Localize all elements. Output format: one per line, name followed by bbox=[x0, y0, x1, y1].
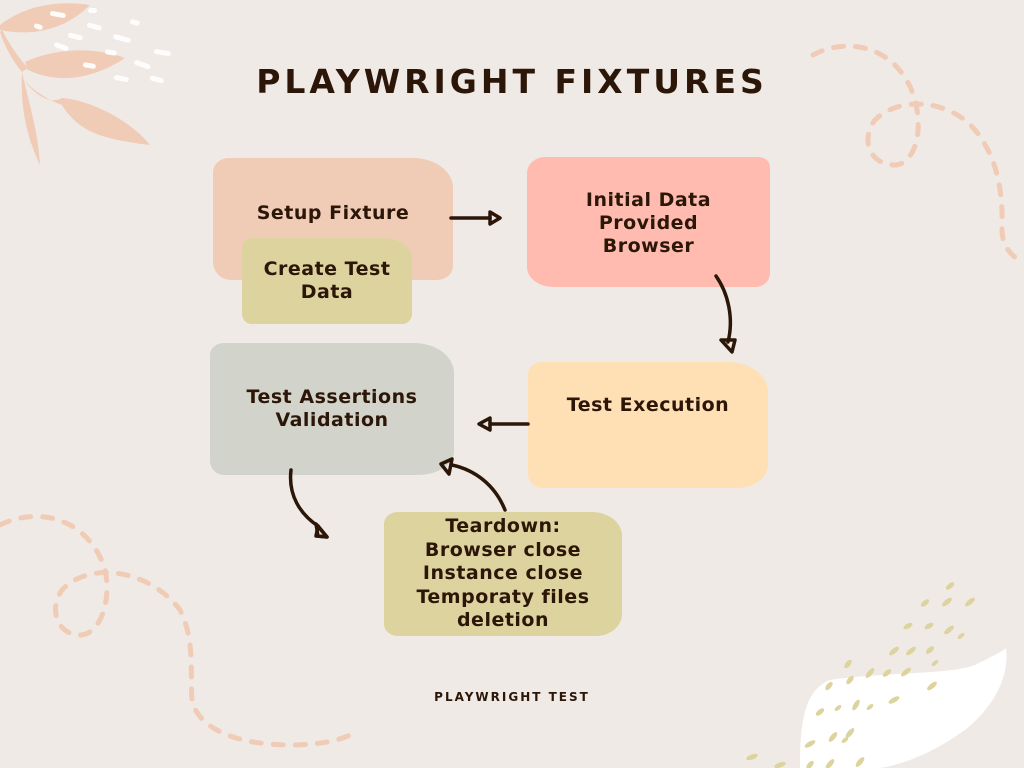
arrow-right-icon bbox=[449, 210, 502, 226]
node-test-assertions: Test Assertions Validation bbox=[210, 343, 454, 475]
dashed-swirl-icon bbox=[0, 513, 353, 748]
node-initial-data: Initial Data Provided Browser bbox=[527, 157, 770, 287]
node-teardown: Teardown: Browser close Instance close T… bbox=[384, 512, 622, 636]
footer-label: PLAYWRIGHT TEST bbox=[434, 690, 590, 704]
page-title: PLAYWRIGHT FIXTURES bbox=[256, 62, 768, 101]
brush-stroke-with-dots-icon bbox=[746, 582, 1007, 768]
node-create-test-data: Create Test Data bbox=[242, 238, 412, 324]
arrow-curved-up-icon bbox=[439, 457, 507, 512]
node-test-execution: Test Execution bbox=[528, 362, 768, 488]
arrow-curved-down-icon bbox=[714, 274, 737, 354]
arrow-curved-down-icon bbox=[288, 468, 329, 539]
arrow-left-icon bbox=[477, 416, 530, 432]
